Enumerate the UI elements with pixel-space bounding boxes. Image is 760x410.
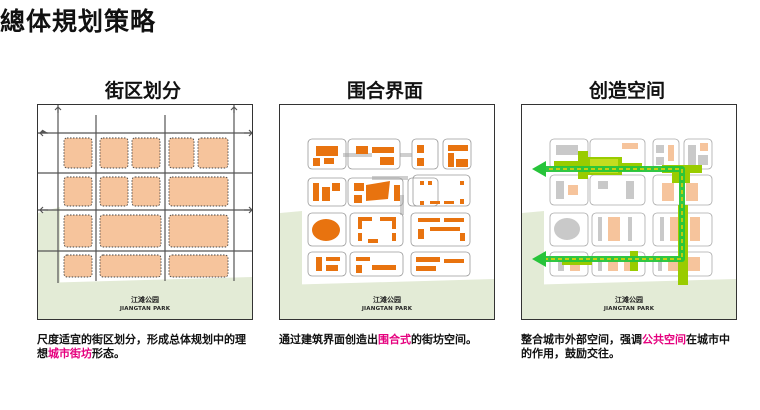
panel-title-block-division: 街区划分: [104, 80, 181, 102]
caption-highlight: 公共空间: [642, 333, 686, 346]
panel-block-division: 江滩公园 JIANGTAN PARK: [37, 104, 253, 320]
park-label-cn: 江滩公园: [615, 296, 643, 304]
panel-title-enclosed-interface: 围合界面: [346, 80, 423, 102]
panel-create-space: 江滩公园 JIANGTAN PARK: [521, 104, 737, 320]
park-label-cn: 江滩公园: [131, 296, 159, 304]
caption-block-division: 尺度适宜的街区划分，形成总体规划中的理想城市街坊形态。: [37, 333, 246, 360]
park-label-en: JIANGTAN PARK: [119, 306, 171, 312]
park-label-en: JIANGTAN PARK: [361, 306, 413, 312]
caption-create-space: 整合城市外部空间，强调公共空间在城市中的作用，鼓励交往。: [521, 333, 730, 360]
park-label-en: JIANGTAN PARK: [603, 306, 655, 312]
panel-title-create-space: 创造空间: [588, 80, 665, 102]
block-division-diagram: [38, 105, 252, 319]
caption-highlight: 城市街坊: [48, 347, 92, 360]
enclosed-interface-diagram: [280, 138, 494, 319]
park-label-cn: 江滩公园: [373, 296, 401, 304]
create-space-diagram: [522, 138, 736, 319]
panel-enclosed-interface: 江滩公园 JIANGTAN PARK: [279, 104, 495, 320]
caption-highlight: 围合式: [378, 333, 411, 346]
page-title: 總体規划策略: [0, 7, 157, 36]
caption-enclosed-interface: 通过建筑界面创造出围合式的街坊空间。: [279, 333, 477, 346]
